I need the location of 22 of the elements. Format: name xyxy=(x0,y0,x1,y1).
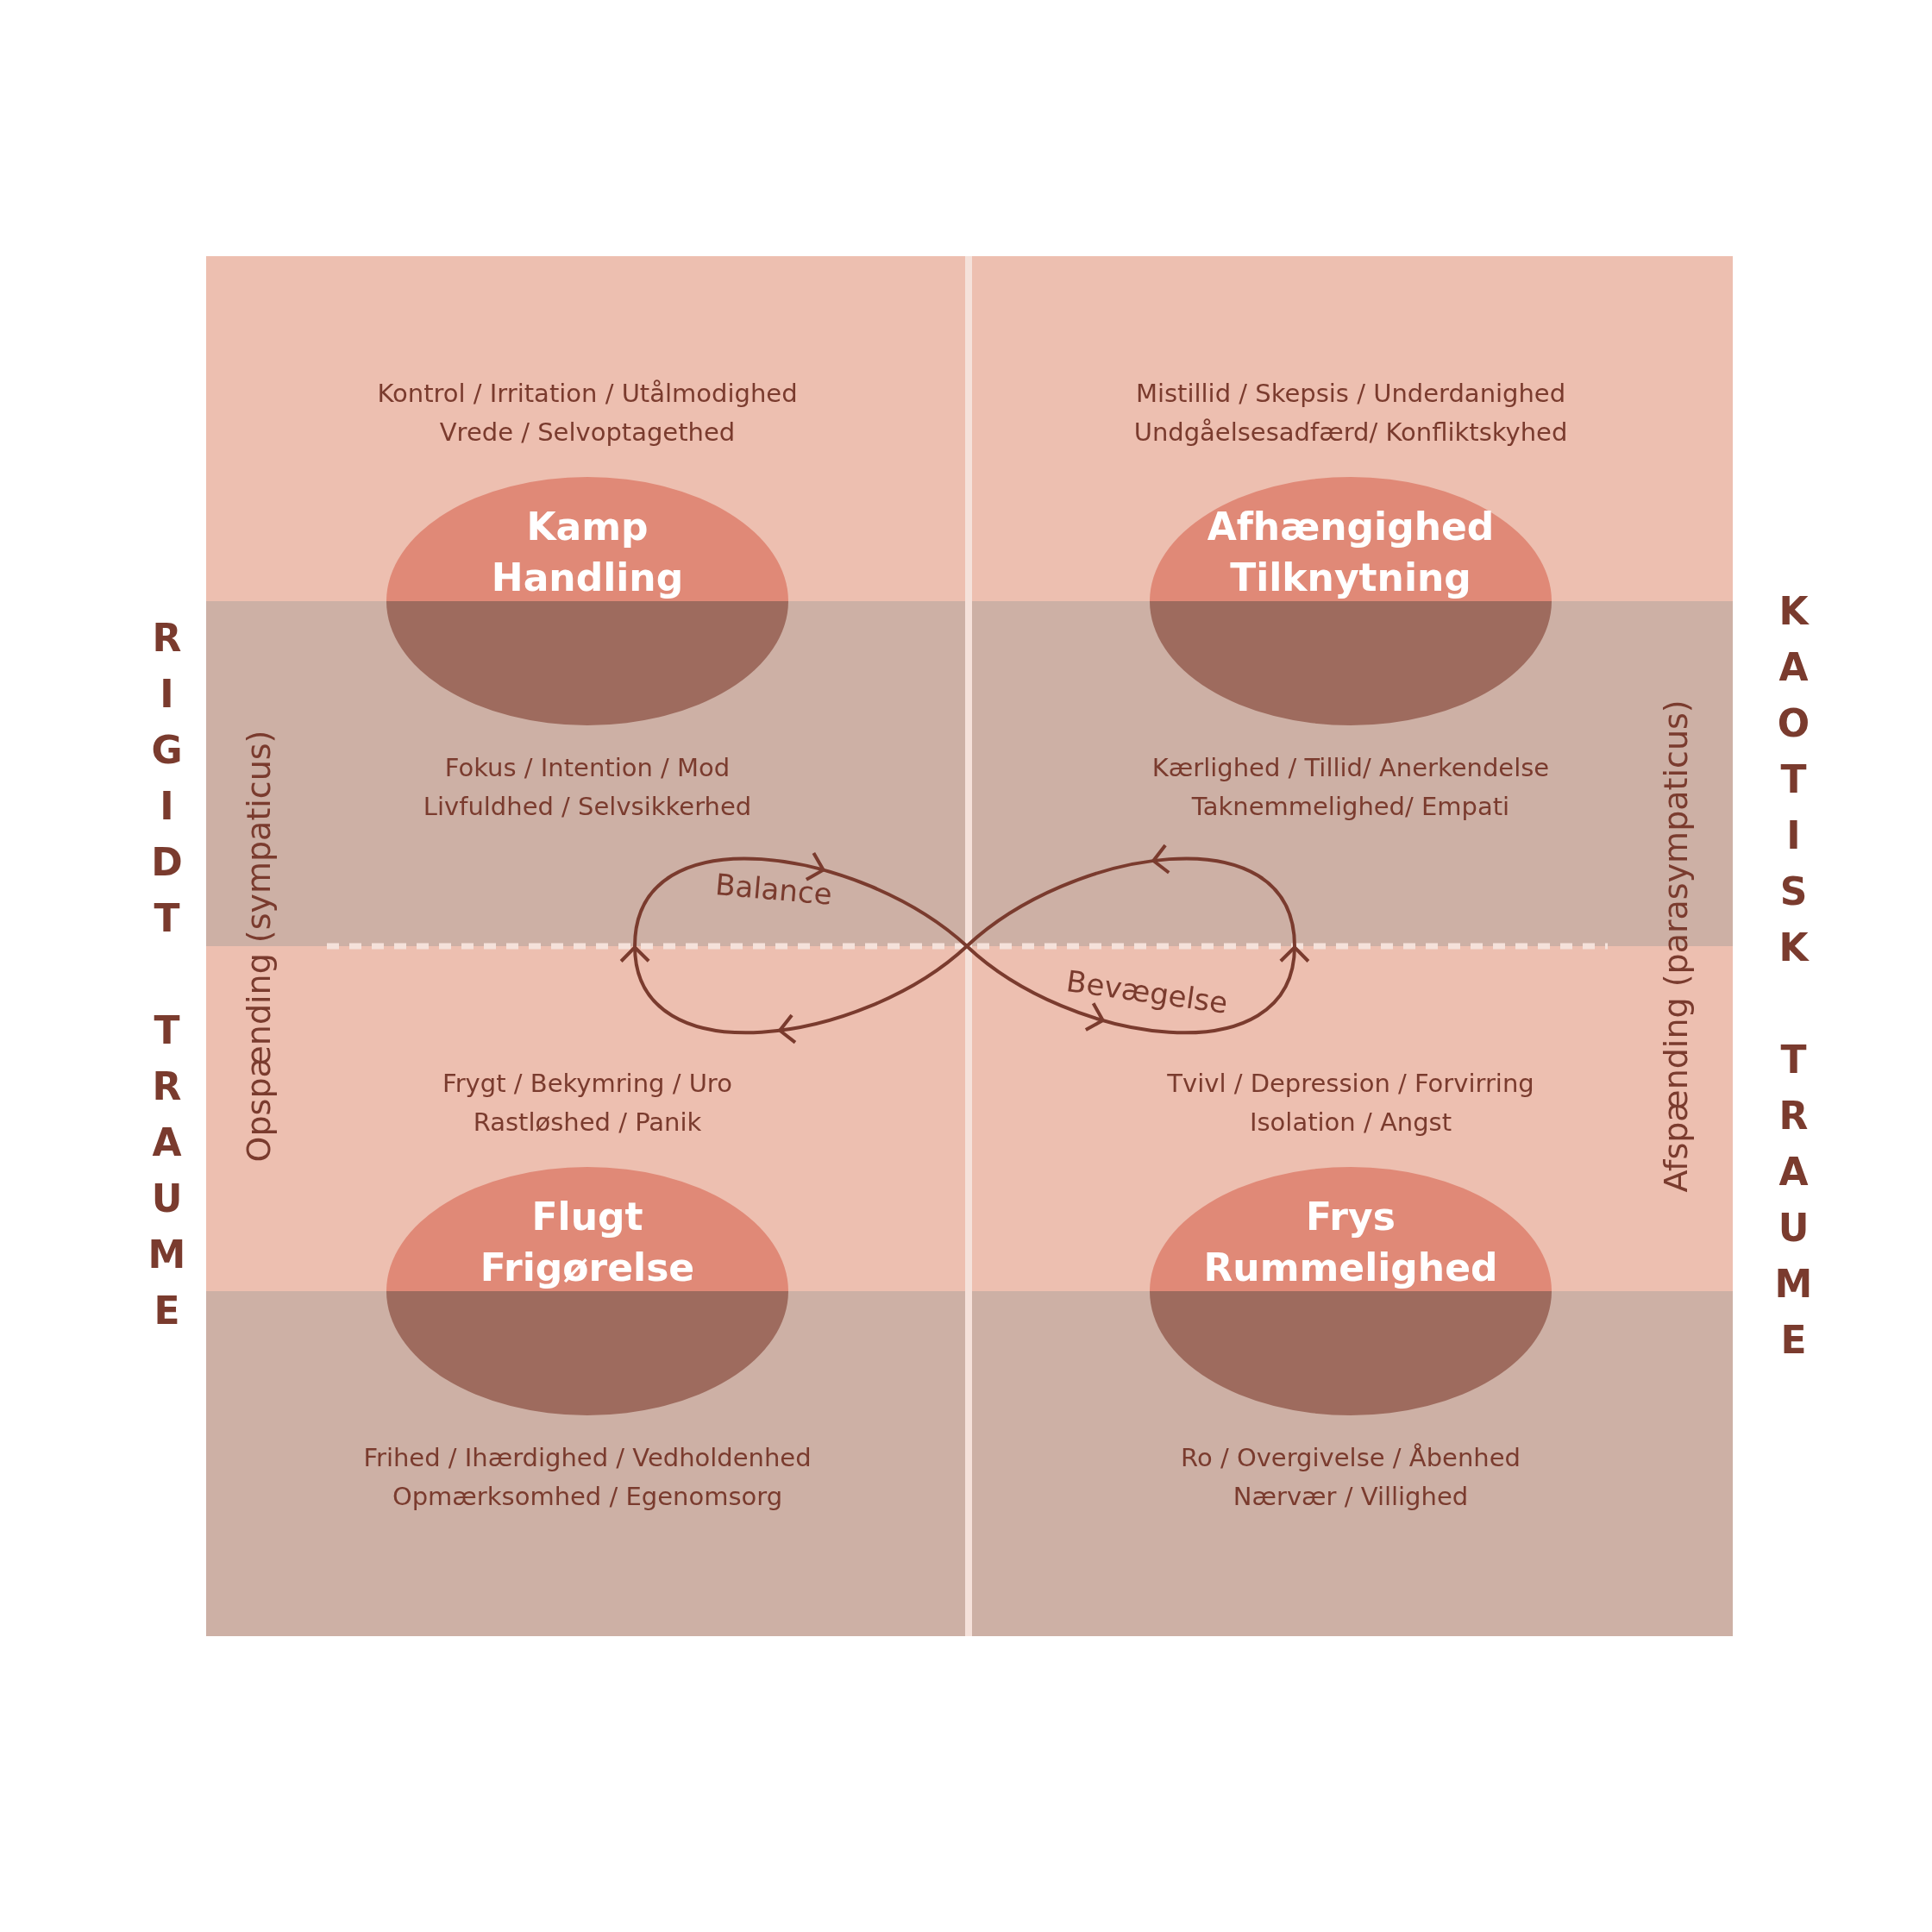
side-heading: KAOTISK TRAUME xyxy=(1771,589,1816,1374)
ellipse-subheading: Tilknytning xyxy=(1229,555,1472,601)
ellipse-heading: Kamp xyxy=(525,504,649,550)
description-text: Mistillid / Skepsis / Underdanighed xyxy=(1134,378,1567,410)
description-text: Ro / Overgivelse / Åbenhed xyxy=(1180,1442,1521,1474)
description-text: Opmærksomhed / Egenomsorg xyxy=(391,1481,784,1513)
description-text: Vrede / Selvoptagethed xyxy=(438,417,737,448)
side-heading: RIGIDT TRAUME xyxy=(144,616,190,1345)
ellipse-heading: Frys xyxy=(1305,1194,1396,1240)
description-text: Undgåelsesadfærd/ Konfliktskyhed xyxy=(1132,417,1569,448)
description-text: Nærvær / Villighed xyxy=(1232,1481,1470,1513)
axis-label: Afspænding (parasympaticus) xyxy=(1657,699,1695,1193)
axis-label: Opspænding (sympaticus) xyxy=(240,730,278,1163)
loop-label: Balance xyxy=(713,867,834,912)
ellipse-heading: Afhængighed xyxy=(1206,504,1496,550)
ellipse-subheading: Frigørelse xyxy=(479,1245,696,1291)
loop-label: Bevægelse xyxy=(1063,963,1231,1020)
ellipse-subheading: Handling xyxy=(490,555,685,601)
ellipse-heading: Flugt xyxy=(530,1194,644,1240)
description-text: Frihed / Ihærdighed / Vedholdenhed xyxy=(362,1442,812,1474)
ellipse-subheading: Rummelighed xyxy=(1202,1245,1499,1291)
description-text: Kontrol / Irritation / Utålmodighed xyxy=(376,378,799,410)
